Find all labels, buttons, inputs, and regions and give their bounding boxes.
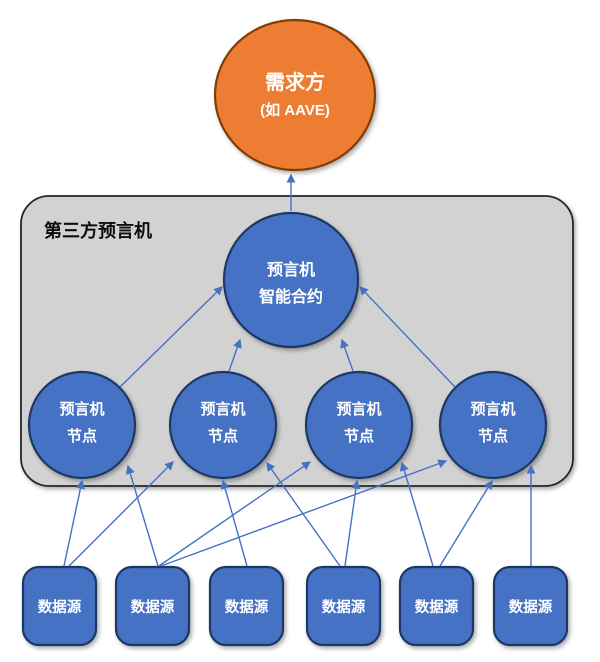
- arrow-n1-contract: [119, 286, 223, 388]
- arrow-s4-n3: [344, 479, 361, 567]
- oracle-node-2-label-line1: 预言机: [200, 400, 245, 418]
- arrows-nodes-to-contract: [119, 286, 456, 388]
- arrow-s3-n2: [220, 479, 248, 567]
- oracle-node-3-circle: [304, 370, 414, 480]
- data-source-6-box: [492, 565, 569, 647]
- arrow-n2-contract: [228, 338, 242, 372]
- arrow-n3-contract: [340, 338, 354, 372]
- demand-label-line2: (如 AAVE): [260, 101, 330, 119]
- oracle-node-4-label-line2: 节点: [478, 427, 508, 445]
- data-source-3: 数据源: [208, 565, 285, 647]
- oracle-node-4-label-line1: 预言机: [470, 400, 515, 418]
- contract-label-line1: 预言机: [267, 260, 315, 279]
- demand-circle-group: 需求方 (如 AAVE): [213, 18, 377, 172]
- oracle-node-1-circle: [27, 370, 137, 480]
- oracle-node-4-circle: [438, 370, 548, 480]
- contract-circle: [222, 211, 360, 349]
- data-source-3-label: 数据源: [225, 598, 269, 616]
- oracle-node-3-label-line2: 节点: [344, 427, 374, 445]
- arrow-s5-n3: [399, 461, 434, 567]
- arrow-s4-n2: [266, 461, 341, 567]
- data-source-1: 数据源: [21, 565, 98, 647]
- oracle-box-title: 第三方预言机: [44, 220, 152, 241]
- data-source-6-label: 数据源: [509, 598, 553, 616]
- oracle-node-3: 预言机 节点: [304, 370, 414, 480]
- data-source-1-box: [21, 565, 98, 647]
- arrow-s1-n2: [68, 461, 174, 567]
- oracle-node-1-label-line1: 预言机: [59, 400, 104, 418]
- contract-label-line2: 智能合约: [259, 287, 323, 306]
- data-source-2-box: [114, 565, 191, 647]
- data-source-5: 数据源: [398, 565, 475, 647]
- arrow-s5-n4: [439, 479, 493, 567]
- arrow-n4-contract: [359, 286, 456, 388]
- arrows-sources-to-nodes: [63, 459, 536, 567]
- data-source-4-label: 数据源: [322, 598, 366, 616]
- data-source-1-label: 数据源: [38, 598, 82, 616]
- data-source-4-box: [305, 565, 382, 647]
- data-source-5-label: 数据源: [415, 598, 459, 616]
- oracle-node-2-label-line2: 节点: [208, 427, 238, 445]
- data-source-6: 数据源: [492, 565, 569, 647]
- arrow-s2-n3: [158, 461, 312, 567]
- data-source-2-label: 数据源: [131, 598, 175, 616]
- oracle-node-4: 预言机 节点: [438, 370, 548, 480]
- oracle-node-1-label-line2: 节点: [67, 427, 97, 445]
- data-source-5-box: [398, 565, 475, 647]
- demand-circle: [213, 18, 377, 172]
- arrow-s1-n1: [63, 479, 85, 567]
- contract-circle-group: 预言机 智能合约: [222, 211, 360, 349]
- demand-label-line1: 需求方: [265, 70, 325, 94]
- data-source-4: 数据源: [305, 565, 382, 647]
- data-source-3-box: [208, 565, 285, 647]
- oracle-node-2: 预言机 节点: [168, 370, 278, 480]
- arrow-s2-n1: [125, 464, 159, 567]
- oracle-node-2-circle: [168, 370, 278, 480]
- oracle-node-1: 预言机 节点: [27, 370, 137, 480]
- data-source-2: 数据源: [114, 565, 191, 647]
- oracle-node-3-label-line1: 预言机: [336, 400, 381, 418]
